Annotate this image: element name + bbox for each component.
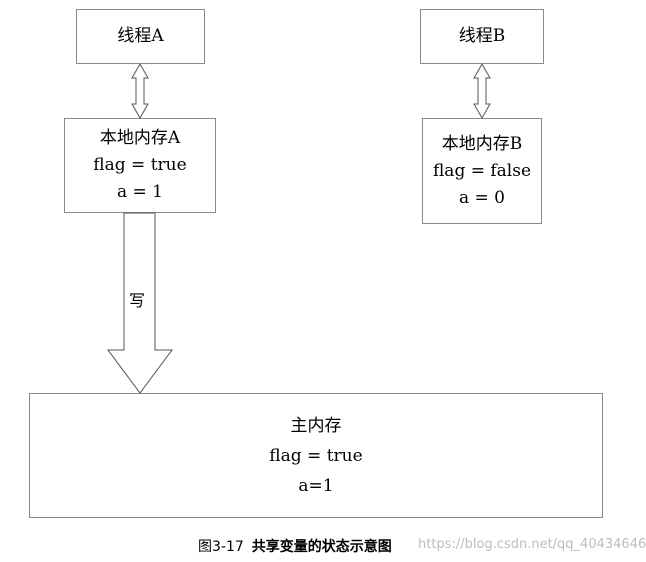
local-memory-b-flag: flag = false <box>432 160 532 181</box>
thread-a-label: 线程A <box>117 26 164 46</box>
thread-b-box: 线程B <box>420 9 544 64</box>
figure-number: 图3-17 <box>198 539 244 555</box>
main-memory-value: a=1 <box>298 475 334 496</box>
double-arrow-thread-a <box>131 62 149 120</box>
local-memory-b-title: 本地内存B <box>441 133 523 154</box>
local-memory-a-title: 本地内存A <box>99 128 181 148</box>
local-memory-b-value: a = 0 <box>458 187 505 208</box>
main-memory-flag: flag = true <box>269 445 363 466</box>
thread-b-label: 线程B <box>458 26 506 46</box>
main-memory-title: 主内存 <box>290 415 342 436</box>
write-label: 写 <box>129 291 146 310</box>
local-memory-a-value: a = 1 <box>116 182 163 202</box>
thread-a-box: 线程A <box>76 9 205 64</box>
local-memory-a-box: 本地内存A flag = true a = 1 <box>64 118 216 213</box>
local-memory-a-flag: flag = true <box>93 155 187 175</box>
local-memory-b-box: 本地内存B flag = false a = 0 <box>422 118 542 224</box>
watermark: https://blog.csdn.net/qq_40434646 <box>418 537 646 552</box>
figure-caption: 图3-17 共享变量的状态示意图 <box>198 536 392 556</box>
main-memory-box: 主内存 flag = true a=1 <box>29 393 603 518</box>
figure-caption-text: 共享变量的状态示意图 <box>251 539 392 555</box>
double-arrow-thread-b <box>473 62 491 120</box>
